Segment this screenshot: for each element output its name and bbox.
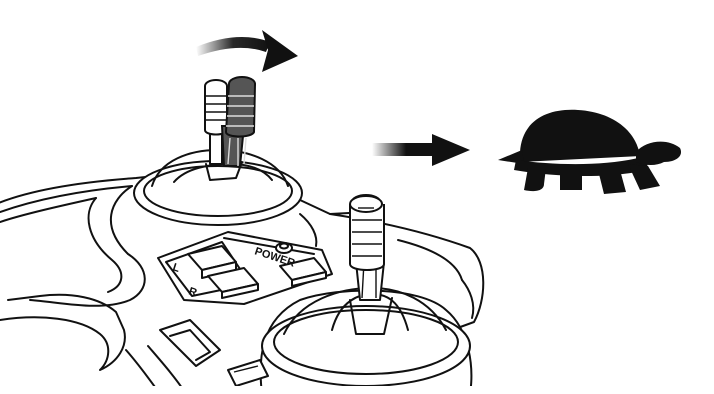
bottom-button[interactable] bbox=[227, 359, 269, 386]
indicator-light bbox=[275, 242, 293, 254]
right-stick[interactable] bbox=[349, 194, 385, 301]
right-button[interactable] bbox=[207, 267, 259, 299]
curved-arrow-icon bbox=[196, 30, 298, 72]
right-arrow-icon bbox=[372, 134, 470, 166]
right-button-label: R bbox=[187, 285, 198, 299]
turtle-icon bbox=[498, 109, 682, 194]
power-button[interactable] bbox=[279, 257, 327, 287]
left-button-label: L bbox=[171, 261, 181, 275]
left-stick-moved bbox=[220, 76, 256, 167]
right-stick-gimbal bbox=[259, 287, 473, 386]
